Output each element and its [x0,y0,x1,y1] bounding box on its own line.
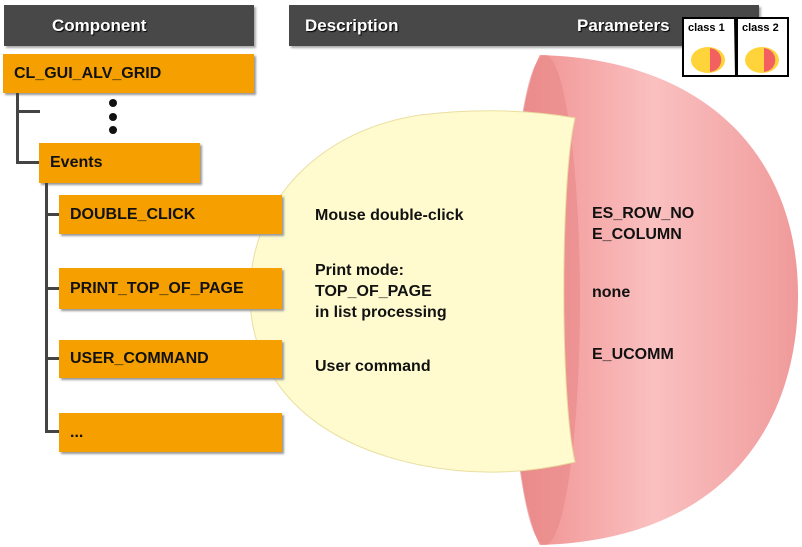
tree-line [45,357,60,360]
event-more[interactable]: ... [59,413,282,452]
event-print-top-of-page[interactable]: PRINT_TOP_OF_PAGE [59,268,282,309]
tree-line [16,161,40,164]
tree-line [16,93,19,163]
event-user-command[interactable]: USER_COMMAND [59,340,282,378]
parameters-user-command: E_UCOMM [592,346,674,363]
yellow-face [249,110,576,473]
description-double-click: Mouse double-click [315,207,464,224]
tree-line [45,213,60,216]
description-print-top-of-page: Print mode: TOP_OF_PAGE in list processi… [315,262,447,321]
tree-line [45,430,60,433]
description-user-command: User command [315,358,431,375]
description-header: Description Parameters [289,5,759,46]
tree-line [45,183,48,433]
root-class-box[interactable]: CL_GUI_ALV_GRID [3,54,254,93]
ellipsis-dot [109,113,117,121]
events-box[interactable]: Events [39,143,200,183]
component-header: Component [4,5,254,46]
parameters-print-top-of-page: none [592,284,631,301]
event-double-click[interactable]: DOUBLE_CLICK [59,195,282,234]
ellipsis-dot [109,126,117,134]
ellipsis-dot [109,99,117,107]
parameters-double-click: ES_ROW_NO E_COLUMN [592,205,695,243]
tree-line [45,287,60,290]
tree-line [16,110,40,113]
parameters-header: Parameters [577,16,670,35]
book-icon: class 1 class 2 [680,12,792,80]
pink-bowl [510,55,799,545]
